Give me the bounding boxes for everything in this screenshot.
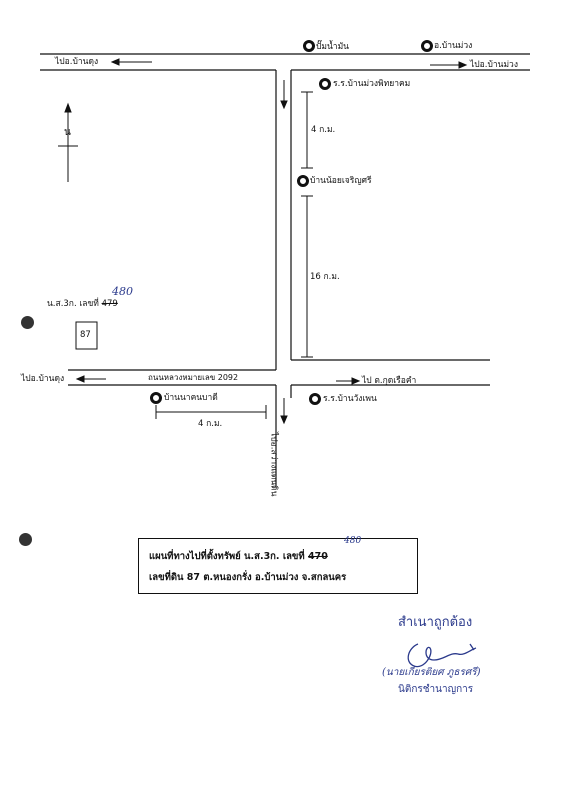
caption-line-1: แผนที่ทางไปที่ตั้งทรัพย์ น.ส.3ก. เลขที่ …	[149, 549, 328, 564]
signer-position: นิติกรชำนาญการ	[398, 684, 474, 695]
parcel-label: น.ส.3ก. เลขที่ 479	[47, 300, 118, 309]
school-ban-muang-label: ร.ร.บ้านม่วงพิทยาคม	[333, 79, 411, 89]
to-sawang-daen-din-label: ไปอ.สว่างแดนดิน	[268, 431, 279, 497]
district-marker-icon	[421, 40, 433, 52]
parcel-land-number: 87	[80, 330, 91, 340]
ban-na-khon-marker-icon	[150, 392, 162, 404]
dist-4km-right-label: 4 ก.ม.	[311, 125, 336, 135]
signature-icon	[407, 643, 477, 668]
ban-noi-marker-icon	[297, 175, 309, 187]
district-ban-muang-label: อ.บ้านม่วง	[434, 41, 473, 51]
caption-box: แผนที่ทางไปที่ตั้งทรัพย์ น.ส.3ก. เลขที่ …	[138, 536, 418, 594]
parcel-old-number: 479	[101, 299, 118, 309]
pump-marker-icon	[303, 40, 315, 52]
caption-line-1-prefix: แผนที่ทางไปที่ตั้งทรัพย์ น.ส.3ก. เลขที่	[149, 551, 305, 562]
to-ban-dung-top-label: ไปอ.บ้านดุง	[55, 57, 99, 67]
to-ban-muang-label: ไปอ.บ้านม่วง	[470, 60, 518, 70]
parcel-label-text: น.ส.3ก. เลขที่	[47, 299, 99, 309]
parcel-box	[75, 321, 98, 350]
caption-old-number: 470	[308, 551, 328, 562]
north-arrow-icon	[58, 102, 78, 182]
caption-new-number: 480	[344, 536, 362, 546]
highway-label: ถนนหลวงหมายเลข 2092	[148, 373, 239, 382]
dist-4km-bottom-label: 4 ก.ม.	[198, 419, 223, 429]
school-ban-muang-marker-icon	[319, 78, 331, 90]
caption-line-2: เลขที่ดิน 87 ต.หนองกรั่ง อ.บ้านม่วง จ.สก…	[149, 572, 347, 583]
pump-label: ปั๊มน้ำมัน	[316, 42, 349, 52]
punch-hole-top	[21, 316, 34, 329]
signer-name: (นายเกียรติยศ ภูธรศรี)	[382, 667, 481, 678]
ban-noi-label: บ้านน้อยเจริญศรี	[310, 176, 372, 186]
school-wang-phen-marker-icon	[309, 393, 321, 405]
certified-copy-text: สำเนาถูกต้อง	[398, 615, 473, 630]
punch-hole-bottom	[19, 533, 32, 546]
parcel-new-number: 480	[112, 285, 133, 298]
ban-na-khon-label: บ้านนาคนบาดี	[164, 393, 218, 403]
to-ban-dung-mid-label: ไปอ.บ้านดุง	[21, 374, 65, 384]
north-label: น	[64, 127, 71, 138]
school-wang-phen-label: ร.ร.บ้านวังเพน	[323, 394, 377, 404]
to-kut-ruea-kham-label: ไป ต.กุดเรือคำ	[362, 376, 417, 386]
dist-16km-label: 16 ก.ม.	[310, 272, 340, 282]
